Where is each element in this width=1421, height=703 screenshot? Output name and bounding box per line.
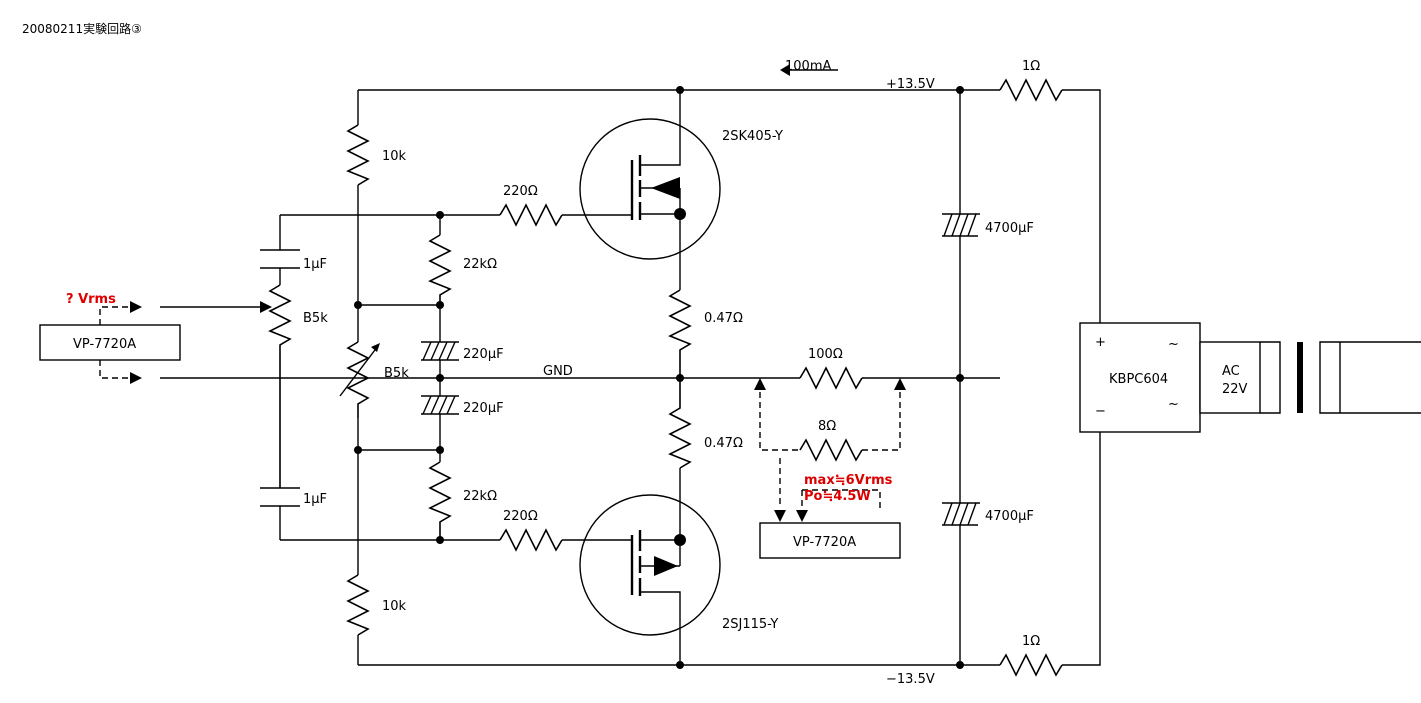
bulk-capacitor-top-label: 4700μF [985, 221, 1034, 236]
bridge-ac-label-1: ~ [1168, 337, 1179, 352]
gate-resistor-top [499, 203, 563, 227]
current-arrow [780, 64, 838, 76]
output-probe-arrow-left [774, 510, 786, 522]
divider-resistor-bottom [428, 461, 452, 540]
bias-resistor-top-label: 10k [382, 149, 407, 164]
gate-resistor-top-label: 220Ω [503, 184, 538, 199]
bridge-rectifier-label: KBPC604 [1109, 372, 1168, 387]
positive-rail [358, 89, 1101, 323]
source-resistor-top-label: 0.47Ω [704, 311, 743, 326]
input-probe-arrow-bottom [130, 372, 142, 384]
bias-resistor-bottom-label: 10k [382, 599, 407, 614]
input-level-note: ? Vrms [66, 292, 116, 307]
bridge-rectifier [1079, 322, 1201, 433]
ac-source-label-2: 22V [1222, 382, 1248, 397]
fuse-resistor-bottom-label: 1Ω [1022, 634, 1040, 649]
fuse-resistor-top-label: 1Ω [1022, 59, 1040, 74]
input-meter [39, 324, 181, 361]
bias-resistor-top [346, 124, 370, 186]
divider-resistor-top [428, 234, 452, 305]
input-capacitor-top [260, 249, 300, 269]
input-capacitor-top-label: 1μF [303, 257, 327, 272]
load-resistor-label: 8Ω [818, 419, 836, 434]
output-max-note: max≒6Vrms [804, 473, 893, 488]
source-resistor-top [668, 289, 692, 378]
gate-resistor-bottom [499, 528, 563, 552]
input-capacitor-bottom-label: 1μF [303, 492, 327, 507]
output-probe-arrow-right [796, 510, 808, 522]
bridge-plus-label: + [1095, 335, 1106, 350]
mosfet-top [579, 90, 721, 290]
bias-variable-resistor [346, 341, 370, 418]
output-resistor [799, 366, 863, 390]
bias-capacitor-bottom [421, 395, 459, 415]
bias-capacitor-top [421, 341, 459, 361]
bias-variable-resistor-label: B5k [384, 366, 409, 381]
fuse-resistor-top [999, 78, 1063, 102]
mosfet-bottom-label: 2SJ115-Y [722, 617, 778, 632]
ac-source-label-1: AC [1222, 364, 1240, 379]
output-power-note: Po≒4.5W [804, 489, 871, 504]
bias-resistor-bottom [346, 574, 370, 636]
output-meter-label: VP-7720A [793, 535, 856, 550]
source-resistor-bottom [668, 378, 692, 469]
ground-label: GND [543, 364, 573, 379]
positive-rail-label: +13.5V [886, 77, 935, 92]
bias-capacitor-top-label: 220μF [463, 347, 504, 362]
load-probe-arrow-right [894, 378, 906, 390]
load-probe-arrow-left [754, 378, 766, 390]
fuse-resistor-bottom [999, 653, 1063, 677]
input-probe-arrow-top [130, 301, 142, 313]
bulk-capacitor-bottom-label: 4700μF [985, 509, 1034, 524]
mosfet-top-label: 2SK405-Y [722, 129, 783, 144]
transformer [1260, 341, 1421, 414]
diagram-title: 20080211実験回路③ [22, 21, 142, 36]
input-meter-label: VP-7720A [73, 337, 136, 352]
bias-capacitor-bottom-label: 220μF [463, 401, 504, 416]
bridge-minus-label: − [1095, 404, 1106, 419]
mosfet-bottom [579, 468, 721, 665]
ac-source-box [1199, 341, 1261, 414]
output-meter [759, 522, 901, 559]
output-resistor-label: 100Ω [808, 347, 843, 362]
load-resistor [799, 438, 863, 462]
divider-resistor-top-label: 22kΩ [463, 257, 497, 272]
divider-resistor-bottom-label: 22kΩ [463, 489, 497, 504]
negative-rail-label: −13.5V [886, 672, 935, 687]
input-volume [268, 284, 292, 488]
current-label: 100mA [785, 59, 831, 74]
bridge-ac-label-2: ~ [1168, 397, 1179, 412]
bulk-capacitor-bottom [942, 502, 980, 526]
input-volume-label: B5k [303, 311, 328, 326]
input-capacitor-bottom [260, 487, 300, 507]
gate-resistor-bottom-label: 220Ω [503, 509, 538, 524]
bulk-capacitor-top [942, 213, 980, 237]
source-resistor-bottom-label: 0.47Ω [704, 436, 743, 451]
